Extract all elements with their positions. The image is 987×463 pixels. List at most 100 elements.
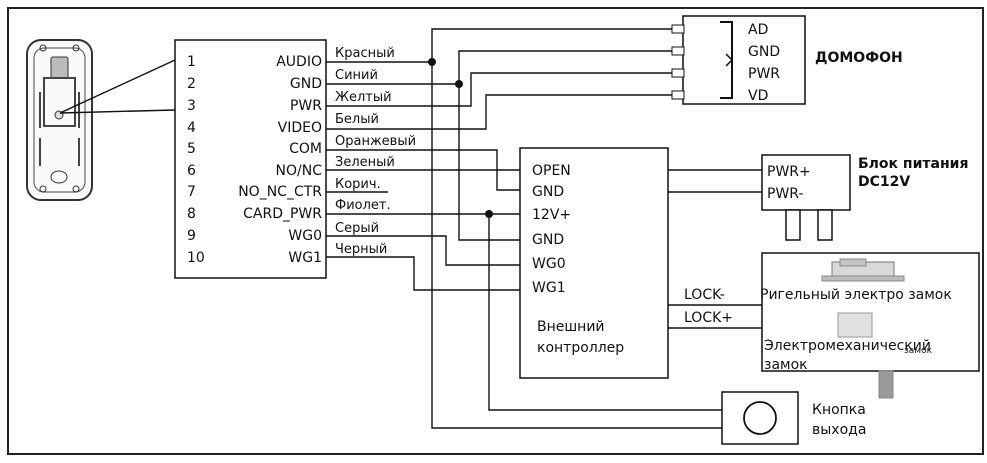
call-panel-inner	[33, 47, 86, 193]
rim-lock-plate	[821, 275, 905, 282]
wire-color-label: Оранжевый	[335, 134, 416, 149]
controller-pin-label: GND	[532, 232, 564, 248]
intercom-pin-label: VD	[748, 88, 768, 104]
wire-pwr	[326, 72, 672, 107]
speaker-icon	[50, 170, 68, 184]
wire-color-label: Фиолет.	[335, 198, 391, 213]
panel-pointer-line	[59, 59, 176, 114]
connector-pin-name: WG0	[288, 228, 322, 244]
power-caption-1: Блок питания	[858, 156, 968, 172]
connector-pin-name: VIDEO	[278, 120, 322, 136]
exit-button-caption-1: Кнопка	[812, 402, 866, 418]
connector-pin-number: 2	[187, 76, 196, 92]
intercom-pin-terminal	[671, 46, 685, 56]
panel-pointer-line	[59, 109, 176, 114]
mech-lock-key	[878, 370, 894, 399]
wire-video	[326, 94, 672, 130]
power-pin-minus: PWR-	[767, 186, 804, 202]
wire-color-label: Корич.	[335, 177, 381, 192]
power-plug-prong	[785, 209, 801, 241]
connector-pin-number: 3	[187, 98, 196, 114]
wire-gnd	[326, 50, 672, 85]
wire-color-label: Желтый	[335, 90, 392, 105]
intercom-caption: ДОМОФОН	[815, 50, 903, 66]
intercom-pin-label: AD	[748, 22, 768, 38]
junction-dot	[485, 210, 493, 218]
connector-pin-name: NO_NC_CTR	[238, 184, 322, 200]
wire-12v-exit	[488, 214, 722, 411]
intercom-pin-label: PWR	[748, 66, 780, 82]
connector-pin-number: 5	[187, 141, 196, 157]
wire-color-label: Зеленый	[335, 155, 395, 170]
controller-caption-1: Внешний	[537, 319, 605, 335]
controller-caption-2: контроллер	[537, 340, 624, 356]
connector-pin-number: 8	[187, 206, 196, 222]
junction-dot	[455, 80, 463, 88]
screw-hole-icon	[39, 185, 47, 193]
wire-exit-button	[431, 62, 722, 429]
wire-color-label: Черный	[335, 242, 387, 257]
intercom-connector	[671, 15, 806, 105]
screw-hole-icon	[72, 44, 80, 52]
screw-hole-icon	[39, 44, 47, 52]
camera-window	[50, 56, 69, 79]
call-panel-device	[26, 39, 93, 201]
wires	[326, 28, 762, 429]
controller-pin-label: WG0	[532, 256, 566, 272]
intercom-pin-terminal	[671, 90, 685, 100]
power-supply-box	[761, 154, 851, 211]
wire-gnd-controller	[458, 84, 520, 241]
wire-color-label: Синий	[335, 68, 378, 83]
mech-lock-label-1: Электромеханический	[764, 338, 931, 354]
overlap-text: замок	[904, 346, 933, 356]
connector-pin-name: NO/NC	[276, 163, 323, 179]
exit-button-caption-2: выхода	[812, 422, 866, 438]
wire-color-label: Серый	[335, 221, 379, 236]
connector-pins: 1 AUDIO 2 GND 3 PWR 4 VIDEO 5 COM 6 NO/NC 7 NO_NC_CTR…	[187, 54, 322, 266]
connector-pin-name: AUDIO	[276, 54, 322, 70]
connector-block	[174, 39, 327, 279]
wire-audio	[326, 28, 672, 63]
controller-box	[519, 147, 669, 379]
connector-pin-number: 4	[187, 120, 196, 136]
panel-frame	[43, 77, 76, 127]
intercom-box	[682, 15, 806, 105]
mech-lock-body	[837, 312, 873, 338]
plug-latch-icon	[725, 53, 734, 67]
controller-pin-label: 12V+	[532, 207, 571, 223]
lock-plus-label: LOCK+	[684, 310, 733, 326]
connector-pin-number: 1	[187, 54, 196, 70]
power-pin-plus: PWR+	[767, 164, 811, 180]
wire-wg0	[326, 235, 520, 266]
connector-pin-name: COM	[289, 141, 322, 157]
power-plug-prong	[817, 209, 833, 241]
outer-frame	[7, 7, 984, 455]
connector-pin-name: PWR	[290, 98, 322, 114]
rim-lock-label: Ригельный электро замок	[760, 287, 952, 303]
mech-lock-label-2: замок	[764, 357, 808, 373]
mech-lock-icon	[837, 312, 873, 338]
intercom-pin-terminal	[671, 24, 685, 34]
power-caption-2: DC12V	[858, 174, 910, 190]
connector-pin-name: WG1	[288, 250, 322, 266]
wire-color-labels: КрасныйСинийЖелтыйБелыйОранжевыйЗеленыйК…	[335, 46, 416, 257]
lock-minus-label: LOCK-	[684, 287, 725, 303]
connector-pin-number: 10	[187, 250, 205, 266]
connector-pin-number: 9	[187, 228, 196, 244]
controller-pin-label: GND	[532, 184, 564, 200]
connector-pin-number: 6	[187, 163, 196, 179]
exit-button-icon	[743, 401, 777, 435]
connector-pin-name: GND	[290, 76, 322, 92]
wire-wg1	[326, 256, 520, 291]
junction-dot	[428, 58, 436, 66]
connector-pin-number: 7	[187, 184, 196, 200]
intercom-pin-terminal	[671, 68, 685, 78]
wire-color-label: Красный	[335, 46, 395, 61]
controller-pin-label: OPEN	[532, 163, 571, 179]
screw-hole-icon	[72, 185, 80, 193]
connector-pin-name: CARD_PWR	[243, 206, 322, 222]
wire-color-label: Белый	[335, 112, 379, 127]
